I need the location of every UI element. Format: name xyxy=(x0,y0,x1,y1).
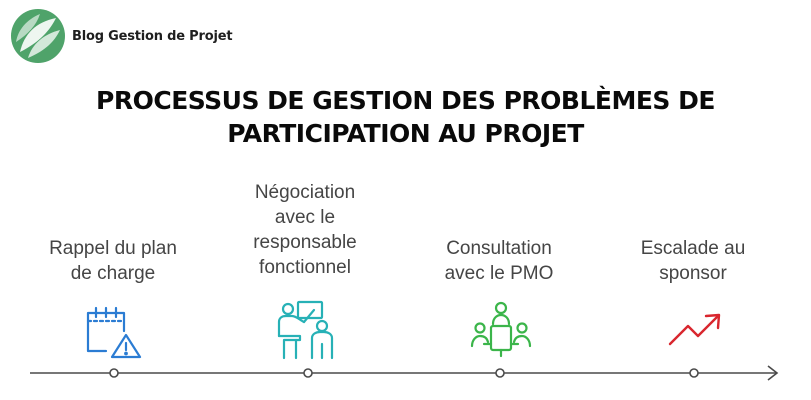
brand-name: Blog Gestion de Projet xyxy=(72,28,233,44)
page-title: PROCESSUS DE GESTION DES PROBLÈMES DE PA… xyxy=(0,84,811,150)
calendar-warning-icon xyxy=(86,306,142,359)
timeline-node-4 xyxy=(689,368,699,378)
step-label-line: Consultation xyxy=(446,238,552,259)
step-label-consultation: Consultation avec le PMO xyxy=(414,236,584,286)
brand: Blog Gestion de Projet xyxy=(10,8,233,64)
step-label-line: Rappel du plan xyxy=(49,238,177,259)
step-label-line: Escalade au xyxy=(640,238,746,259)
leaf-logo-icon xyxy=(11,9,65,63)
timeline-arrowhead-icon xyxy=(767,365,779,381)
step-label-line: sponsor xyxy=(659,263,727,284)
step-label-line: avec le PMO xyxy=(444,263,554,284)
title-line-1: PROCESSUS DE GESTION DES PROBLÈMES DE xyxy=(96,86,715,115)
step-label-line: fonctionnel xyxy=(259,257,351,278)
timeline-node-3 xyxy=(495,368,505,378)
step-label-line: de charge xyxy=(70,263,156,284)
step-label-line: avec le xyxy=(274,207,336,228)
presentation-meeting-icon xyxy=(277,300,334,360)
trend-up-arrow-icon xyxy=(668,313,721,346)
timeline-node-2 xyxy=(303,368,313,378)
timeline-node-1 xyxy=(109,368,119,378)
step-label-line: responsable xyxy=(253,232,357,253)
step-label-negociation: Négociation avec le responsable fonction… xyxy=(220,180,390,280)
step-label-escalade: Escalade au sponsor xyxy=(608,236,778,286)
team-meeting-icon xyxy=(470,301,532,358)
step-label-line: Négociation xyxy=(254,182,356,203)
title-line-2: PARTICIPATION AU PROJET xyxy=(227,119,584,148)
step-label-rappel: Rappel du plan de charge xyxy=(28,236,198,286)
